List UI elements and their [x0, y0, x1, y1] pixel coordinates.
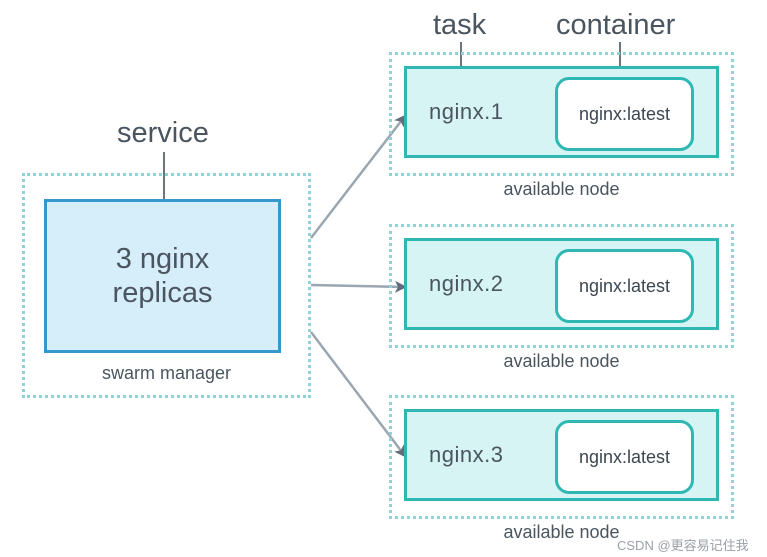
node-2-frame — [389, 224, 734, 348]
node-2-caption: available node — [503, 351, 620, 371]
node-3-container-label: nginx:latest — [578, 446, 671, 467]
swarm-manager-frame — [22, 173, 311, 398]
service-label: service — [117, 117, 209, 149]
swarm-manager-caption: swarm manager — [101, 363, 232, 383]
node-2-box: nginx.2 nginx:latest — [404, 238, 719, 330]
node-1-frame — [389, 52, 734, 176]
task-label-heading: task — [433, 9, 487, 41]
watermark: CSDN @更容易记住我 — [617, 538, 749, 553]
node-3-caption: available node — [503, 522, 620, 542]
service-line-2: replicas — [112, 277, 213, 309]
node-3-box: nginx.3 nginx:latest — [404, 409, 719, 501]
node-3-container: nginx:latest — [555, 420, 694, 494]
container-label-heading: container — [556, 9, 676, 41]
node-1-task: nginx.1 — [429, 99, 504, 124]
service-line-1: 3 nginx — [115, 243, 210, 275]
node-1-caption: available node — [503, 179, 620, 199]
service-box: 3 nginx replicas — [44, 199, 281, 353]
node-2-task: nginx.2 — [429, 271, 504, 296]
node-2-container-label: nginx:latest — [578, 275, 671, 296]
node-1-container-label: nginx:latest — [578, 103, 671, 124]
node-1-container: nginx:latest — [555, 77, 694, 151]
node-1-box: nginx.1 nginx:latest — [404, 66, 719, 158]
node-3-task: nginx.3 — [429, 442, 504, 467]
node-2-container: nginx:latest — [555, 249, 694, 323]
node-3-frame — [389, 395, 734, 519]
